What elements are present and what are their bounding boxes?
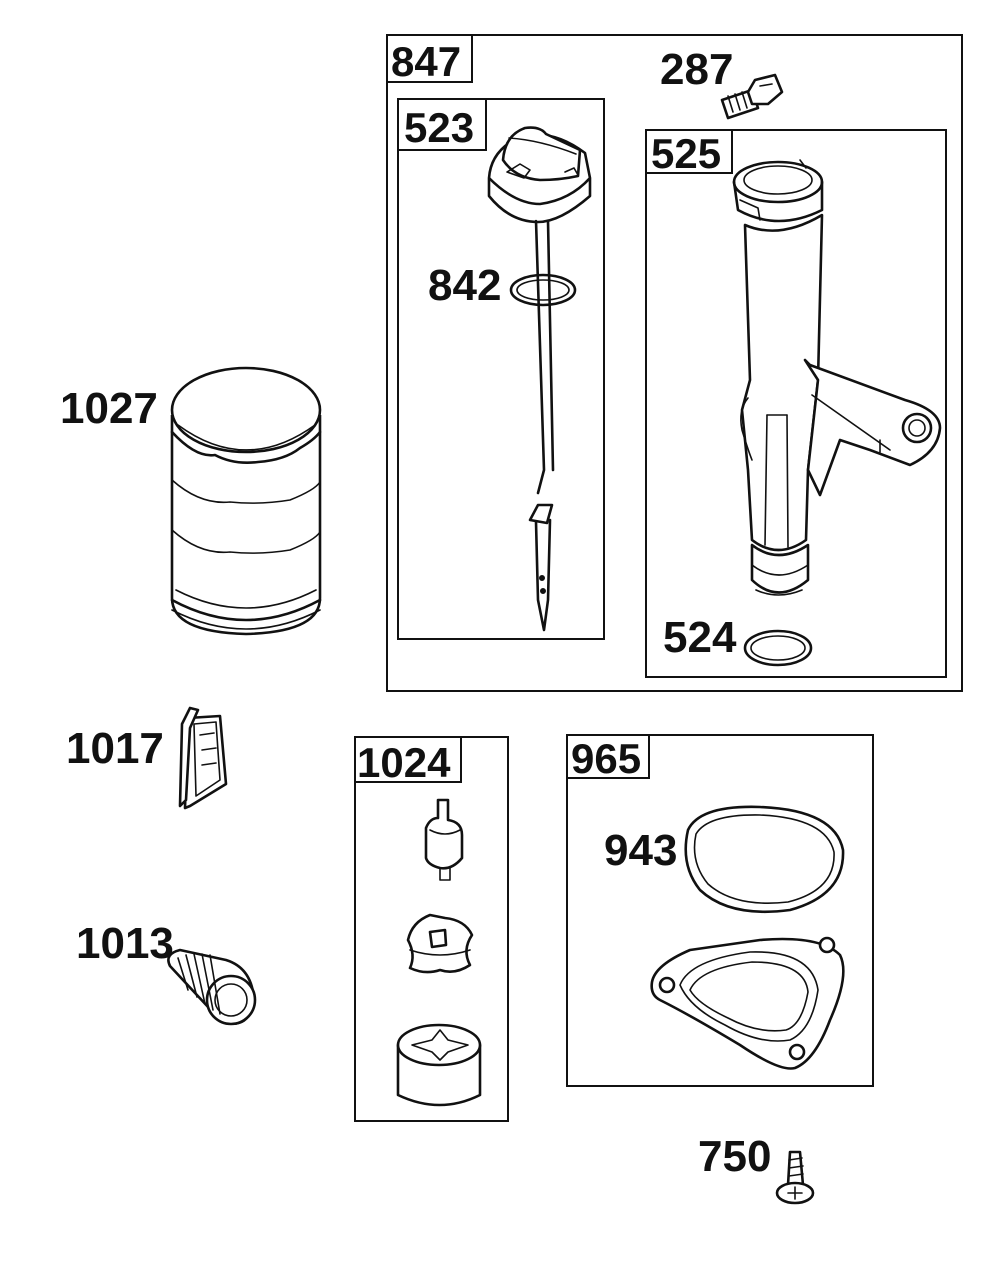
group-1024-frame: 1024 xyxy=(354,736,509,1122)
nipple-icon xyxy=(167,948,257,1026)
part-524-label: 524 xyxy=(663,613,737,662)
o-ring-icon xyxy=(509,273,577,307)
part-750-label: 750 xyxy=(698,1132,771,1181)
group-523-frame: 523 xyxy=(397,98,605,640)
part-1017-label: 1017 xyxy=(66,724,164,773)
group-847-label: 847 xyxy=(391,38,461,85)
oil-filter-icon xyxy=(170,366,322,636)
dipstick-icon xyxy=(487,126,592,632)
group-525-label: 525 xyxy=(651,130,721,177)
cover-plate-icon xyxy=(650,936,845,1070)
oil-fill-tube-icon xyxy=(732,159,942,596)
group-965-label: 965 xyxy=(571,735,641,782)
o-ring-icon xyxy=(743,629,813,667)
oil-pump-icon xyxy=(396,798,482,1107)
part-287-label: 287 xyxy=(660,45,733,94)
group-847-frame: 847 xyxy=(386,34,963,692)
group-525-frame: 525 xyxy=(645,129,947,678)
part-943-label: 943 xyxy=(604,826,677,875)
part-1013-label: 1013 xyxy=(76,919,174,968)
screw-icon xyxy=(775,1150,815,1205)
part-842-label: 842 xyxy=(428,261,501,310)
breather-icon xyxy=(178,706,228,810)
group-965-frame: 965 xyxy=(566,734,874,1087)
part-1027-label: 1027 xyxy=(60,384,158,433)
group-523-label: 523 xyxy=(404,104,474,151)
screw-icon xyxy=(720,73,784,120)
gasket-icon xyxy=(684,805,845,914)
group-1024-label: 1024 xyxy=(357,739,451,786)
